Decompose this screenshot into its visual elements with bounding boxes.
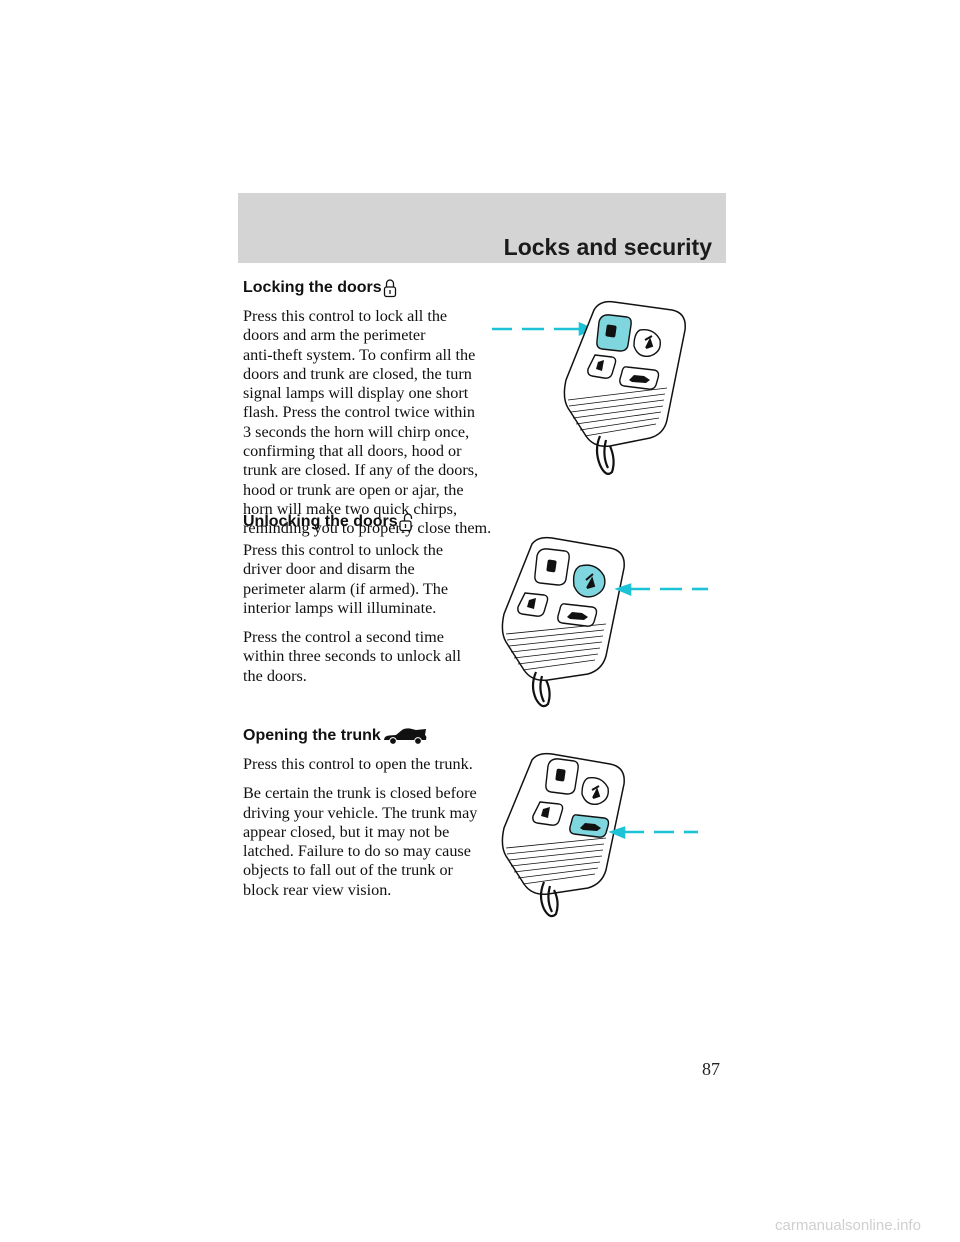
page-number: 87 <box>702 1059 720 1079</box>
section-heading-text: Locking the doors <box>243 279 382 296</box>
section-heading: Opening the trunk <box>243 725 493 747</box>
key-fob-lock-illustration <box>492 300 686 475</box>
text-line: Press this control to lock all the <box>243 307 448 325</box>
unlock-icon <box>399 513 412 532</box>
text-line: appear closed, but it may not be <box>243 822 450 841</box>
arrow-indicator <box>492 322 596 336</box>
text-line: interior lamps will illuminate. <box>243 598 437 617</box>
arrow-indicator <box>614 583 708 596</box>
arrow-indicator <box>608 826 698 839</box>
text-line: Be certain the trunk is closed before <box>243 784 477 803</box>
text-line: doors and arm the perimeter <box>243 326 426 345</box>
watermark: carmanualsonline.info <box>775 1217 921 1234</box>
section-heading-text: Opening the trunk <box>243 727 381 744</box>
text-line: within three seconds to unlock all <box>243 647 462 666</box>
text-line: 3 seconds the horn will chirp once, <box>243 422 470 441</box>
key-fob-trunk-illustration <box>501 752 698 918</box>
section-heading: Locking the doors <box>243 277 493 299</box>
text-line: signal lamps will display one short <box>243 384 469 403</box>
section-locking-doors: Locking the doors Press this control to … <box>243 277 493 539</box>
text-line: block rear view vision. <box>243 880 392 899</box>
fob-unlock-button <box>572 564 606 598</box>
text-line: latched. Failure to do so may cause <box>243 842 471 861</box>
section-unlocking-doors: Unlocking the doors Press this control t… <box>243 511 493 686</box>
text-line: the doors. <box>243 666 307 685</box>
fob-unlock-button <box>633 329 661 357</box>
section-header-band: Locks and security <box>238 193 726 263</box>
text-line: objects to fall out of the trunk or <box>243 861 453 880</box>
section-title: Locks and security <box>503 234 712 260</box>
section-heading-text: Unlocking the doors <box>243 513 398 530</box>
text-line: confirming that all doors, hood or <box>243 442 462 461</box>
text-line: Press this control to open the trunk. <box>243 755 473 773</box>
paragraph: Press this control to lock all the doors… <box>243 307 493 539</box>
text-line: doors and trunk are closed, the turn <box>243 364 472 383</box>
text-line: trunk are closed. If any of the doors, <box>243 461 479 480</box>
text-line: perimeter alarm (if armed). The <box>243 579 449 598</box>
section-heading: Unlocking the doors <box>243 511 493 533</box>
car-trunk-icon <box>383 728 427 745</box>
text-line: hood or trunk are open or ajar, the <box>243 480 464 499</box>
text-line: driver door and disarm the <box>243 560 415 579</box>
section-opening-trunk: Opening the trunk Press this control to … <box>243 725 493 900</box>
text-line: anti-theft system. To confirm all the <box>243 345 476 364</box>
paragraph: Be certain the trunk is closed before dr… <box>243 784 493 900</box>
text-line: horn will make two quick chirps, <box>243 499 457 518</box>
key-ring <box>595 435 615 475</box>
paragraph: Press this control to open the trunk. <box>243 755 493 774</box>
text-line: driving your vehicle. The trunk may <box>243 803 478 822</box>
key-fob-unlock-illustration <box>501 536 708 708</box>
paragraph: Press the control a second time within t… <box>243 628 493 686</box>
lock-icon <box>383 279 396 298</box>
text-line: flash. Press the control twice within <box>243 403 475 422</box>
paragraph: Press this control to unlock the driver … <box>243 541 493 618</box>
text-line: Press this control to unlock the <box>243 541 444 559</box>
key-ring <box>539 881 559 918</box>
fob-unlock-button <box>581 777 609 805</box>
text-line: reminding you to properly close them. <box>243 519 492 538</box>
key-ring <box>531 671 551 708</box>
text-line: Press the control a second time <box>243 628 444 647</box>
